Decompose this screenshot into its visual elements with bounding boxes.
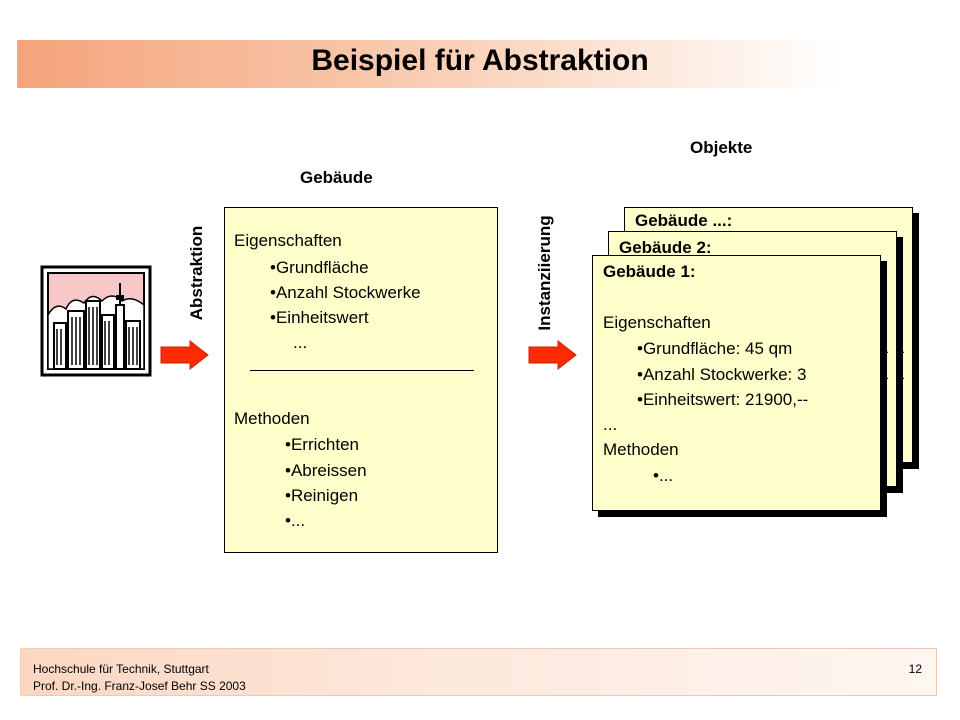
objekt-1-box: Gebäude 1: Eigenschaften •Grundfläche: 4… [592,255,881,511]
title-band [17,40,840,88]
klasse-methode: •Reinigen [285,486,359,505]
page-title: Beispiel für Abstraktion [311,44,649,77]
arrow-right-icon [528,340,577,370]
label-objekte: Objekte [690,138,753,157]
objekt-1-ellipsis: ... [603,415,618,434]
objekt-1-methoden-header: Methoden [603,440,679,459]
klasse-gebaeude-box: Eigenschaften •Grundfläche •Anzahl Stock… [224,207,498,553]
label-abstraktion: Abstraktion [187,225,206,321]
footer: Hochschule für Technik, Stuttgart Prof. … [20,648,937,696]
arrow-right-icon [160,340,209,370]
page-number: 12 [908,662,922,676]
klasse-methoden-header: Methoden [234,409,310,428]
objekt-2-peek: - [883,342,889,361]
objekt-1-methode: •... [653,466,674,485]
objekt-1-title: Gebäude 1: [603,262,696,281]
objekt-1-eigenschaft: •Grundfläche: 45 qm [637,339,793,358]
klasse-eigenschaften-header: Eigenschaften [234,231,342,250]
klasse-methode: •Errichten [285,435,359,454]
objekt-2-peek: - [883,368,889,387]
objekt-1-eigenschaft: •Anzahl Stockwerke: 3 [637,365,807,384]
label-gebaeude: Gebäude [300,168,373,187]
objekt-1-eigenschaft: •Einheitswert: 21900,-- [637,390,809,409]
objekt-n-peek: - [899,368,905,387]
klasse-methode: •Abreissen [285,461,367,480]
objekt-1-eigenschaften-header: Eigenschaften [603,313,711,332]
footer-institution: Hochschule für Technik, Stuttgart [33,662,209,676]
klasse-eigenschaft: •Anzahl Stockwerke [270,283,421,302]
klasse-eigenschaft: ... [293,333,308,352]
klasse-eigenschaft: •Einheitswert [270,308,369,327]
objekt-2-title: Gebäude 2: [619,238,712,257]
klasse-divider [250,370,474,371]
footer-author: Prof. Dr.-Ing. Franz-Josef Behr SS 2003 [33,679,246,693]
objekt-n-peek: - [899,342,905,361]
city-skyline-icon [40,265,152,377]
objekt-n-title: Gebäude ...: [635,211,733,230]
klasse-methode: •... [285,511,306,530]
klasse-eigenschaft: •Grundfläche [270,258,369,277]
label-instanziierung: Instanziierung [535,215,554,331]
